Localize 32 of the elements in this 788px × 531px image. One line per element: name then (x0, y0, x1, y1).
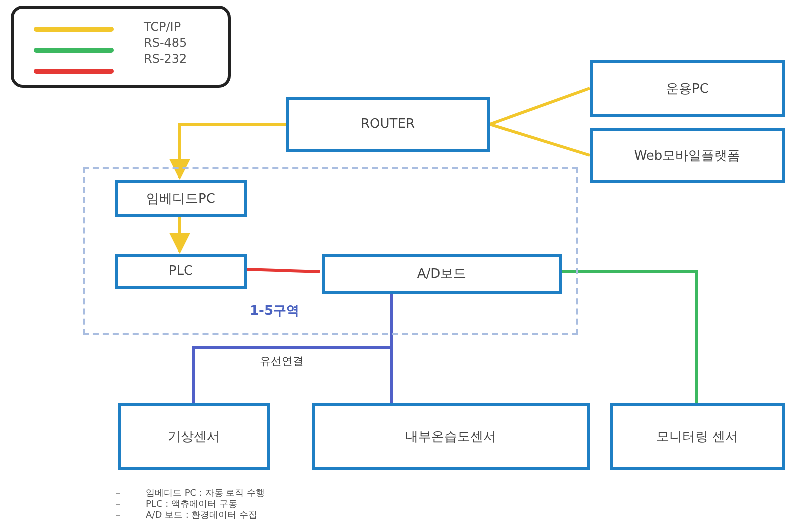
note-text: PLC : 액츄에이터 구동 (146, 499, 238, 511)
arrow (170, 215, 190, 254)
box-label: 기상센서 (168, 428, 220, 446)
box-label: 운용PC (666, 80, 709, 98)
zone-boundary (83, 167, 578, 335)
box-label: 내부온습도센서 (406, 428, 496, 446)
box-label: 모니터링 센서 (656, 428, 739, 446)
legend-label: TCP/IP (144, 20, 182, 34)
box-label: A/D보드 (417, 266, 467, 283)
process-box (312, 403, 590, 470)
connector-line (490, 123, 590, 157)
edge-label: 유선연결 (258, 354, 306, 369)
box-label: Web모바일플랫폼 (634, 148, 741, 164)
process-box (590, 128, 785, 183)
arrow (170, 123, 286, 180)
legend-label: RS-485 (144, 36, 188, 50)
process-box (115, 254, 247, 289)
box-label: ROUTER (361, 117, 415, 132)
process-box (286, 97, 490, 152)
process-box (118, 403, 270, 470)
box-label: PLC (168, 264, 194, 279)
process-box (610, 403, 785, 470)
note-text: A/D 보드 : 환경데이터 수집 (146, 510, 258, 522)
zone-label: 1-5구역 (250, 303, 300, 320)
process-box (322, 254, 562, 294)
process-box (115, 180, 247, 217)
connector-line (560, 270, 698, 403)
process-box (590, 60, 785, 117)
box-label: 임베디드PC (146, 190, 216, 208)
legend-label: RS-232 (144, 52, 188, 66)
note-text: 임베디드 PC : 자동 로직 수행 (146, 488, 266, 500)
connector-line (490, 87, 590, 126)
